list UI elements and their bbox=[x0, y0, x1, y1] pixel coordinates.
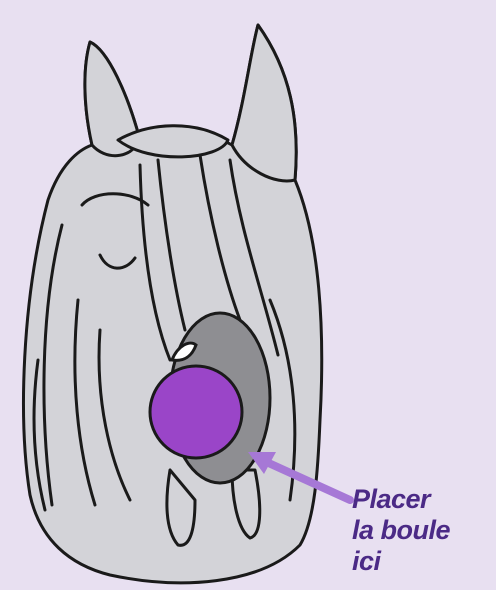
caption-line-1: Placer bbox=[352, 484, 492, 515]
instruction-caption: Placer la boule ici bbox=[352, 484, 492, 577]
ball bbox=[150, 366, 242, 458]
caption-line-3: ici bbox=[352, 546, 492, 577]
figure-body bbox=[24, 25, 322, 583]
right-horn bbox=[232, 25, 296, 181]
caption-line-2: la boule bbox=[352, 515, 492, 546]
